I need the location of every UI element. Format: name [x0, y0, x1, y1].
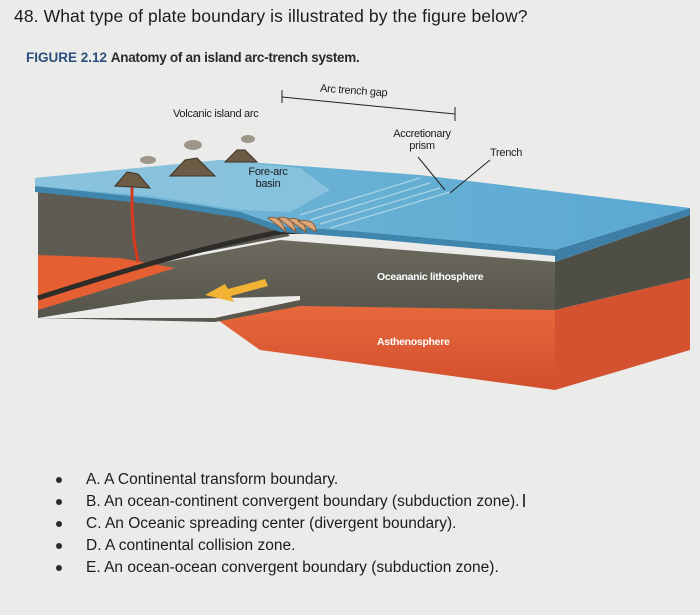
- asthenosphere-label: Asthenosphere: [377, 336, 450, 348]
- figure-illustration: Arc trench gap Volcanic island arc Accre…: [0, 68, 700, 408]
- question-text: 48. What type of plate boundary is illus…: [14, 6, 528, 27]
- island-arc-diagram: [0, 68, 700, 408]
- figure-title: FIGURE 2.12 Anatomy of an island arc-tre…: [26, 50, 359, 65]
- fore-arc-basin-label: Fore-arc basin: [240, 166, 296, 190]
- figure-number: FIGURE 2.12: [26, 50, 107, 65]
- accretionary-prism-label-line2: prism: [386, 140, 458, 152]
- fore-arc-basin-label-line1: Fore-arc: [240, 166, 296, 178]
- option-e-text: E. An ocean-ocean convergent boundary (s…: [86, 559, 499, 576]
- option-d-text: D. A continental collision zone.: [86, 537, 295, 554]
- trench-label: Trench: [490, 147, 522, 159]
- option-c-text: C. An Oceanic spreading center (divergen…: [86, 515, 457, 532]
- text-cursor-icon: I: [521, 493, 526, 509]
- volcanic-island-arc-label: Volcanic island arc: [173, 108, 258, 120]
- answer-options: A. A Continental transform boundary. B. …: [56, 470, 526, 580]
- oceanic-lithosphere-label: Oceananic lithosphere: [377, 271, 483, 283]
- option-b[interactable]: B. An ocean-continent convergent boundar…: [56, 492, 526, 514]
- bullet-icon: [56, 521, 62, 527]
- fore-arc-basin-label-line2: basin: [240, 178, 296, 190]
- bullet-icon: [56, 543, 62, 549]
- option-a[interactable]: A. A Continental transform boundary.: [56, 470, 526, 492]
- option-e[interactable]: E. An ocean-ocean convergent boundary (s…: [56, 558, 526, 580]
- option-c[interactable]: C. An Oceanic spreading center (divergen…: [56, 514, 526, 536]
- figure-caption: Anatomy of an island arc-trench system.: [111, 50, 360, 65]
- option-a-text: A. A Continental transform boundary.: [86, 471, 338, 488]
- bullet-icon: [56, 477, 62, 483]
- accretionary-prism-label-line1: Accretionary: [386, 128, 458, 140]
- bullet-icon: [56, 565, 62, 571]
- option-d[interactable]: D. A continental collision zone.: [56, 536, 526, 558]
- accretionary-prism-label: Accretionary prism: [386, 128, 458, 152]
- option-b-text: B. An ocean-continent convergent boundar…: [86, 493, 519, 510]
- bullet-icon: [56, 499, 62, 505]
